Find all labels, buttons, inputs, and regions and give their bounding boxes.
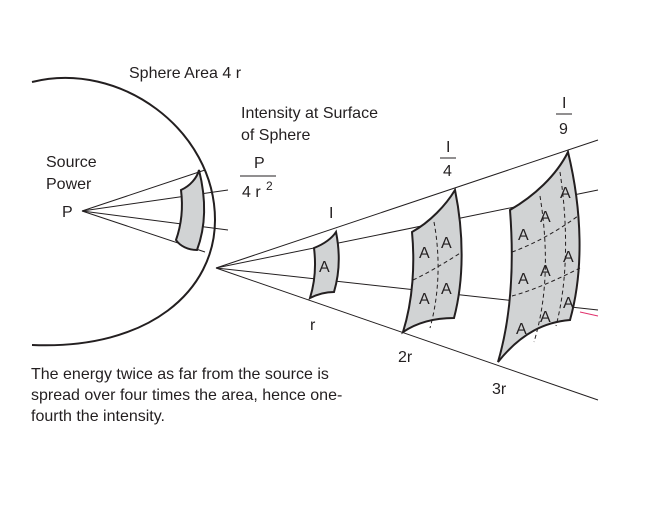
distance-r-label: r [310,317,316,334]
sphere-area-label: Sphere Area 4 r [129,65,242,82]
intensity-label-line2: of Sphere [241,127,310,144]
intensity-at-2r-numerator: I [446,139,450,156]
formula-exponent: 2 [266,179,273,193]
distance-3r-label: 3r [492,381,507,398]
intensity-label-line1: Intensity at Surface [241,105,378,122]
intensity-at-2r-denominator: 4 [443,163,452,180]
patch-distance-r [308,229,340,300]
patch-distance-2r [401,187,463,335]
patch-distance-3r [497,149,581,363]
area-label: A [441,281,452,298]
formula-denominator: 4 r [242,184,261,201]
distance-2r-label: 2r [398,349,413,366]
area-label: A [419,291,430,308]
source-point-label: P [62,204,73,221]
sphere-surface-patch [174,169,205,252]
area-label: A [441,235,452,252]
area-label: A [563,295,574,312]
source-label-line2: Power [46,176,92,193]
area-label: A [319,259,330,276]
accent-tick [579,311,599,317]
area-label: A [540,209,551,226]
sphere-outline [31,76,217,347]
intensity-at-r: I [329,205,333,222]
area-label: A [419,245,430,262]
source-label-line1: Source [46,154,97,171]
intensity-at-3r-denominator: 9 [559,121,568,138]
area-label: A [516,321,527,338]
area-label: A [540,263,551,280]
area-label: A [518,271,529,288]
area-labels: A A A A A A A A A A A A A A [319,185,574,338]
caption: The energy twice as far from the source … [31,366,343,425]
source-rays [81,169,229,253]
formula-numerator: P [254,155,265,172]
area-label: A [518,227,529,244]
patch-3r-grid [511,171,581,343]
area-label: A [560,185,571,202]
area-label: A [540,309,551,326]
area-label: A [563,249,574,266]
patch-2r-grid [412,221,463,329]
intensity-at-3r-numerator: I [562,95,566,112]
